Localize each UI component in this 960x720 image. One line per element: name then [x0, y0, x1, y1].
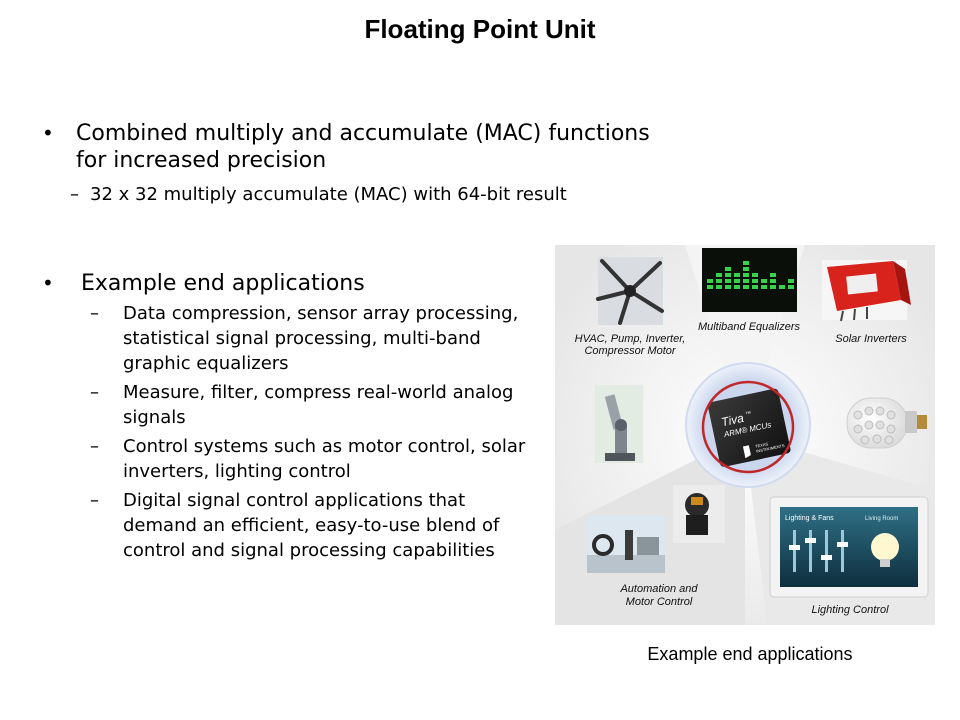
bullet-group-applications: • Example end applications – Data compre… — [40, 270, 540, 563]
bullet-item: • Example end applications — [40, 270, 540, 297]
sub-bullet-item: – Digital signal control applications th… — [40, 488, 540, 563]
dash-icon: – — [90, 303, 99, 324]
chip-trademark: ™ — [745, 410, 752, 418]
bullet-icon: • — [42, 271, 54, 295]
robot-arm-image — [595, 385, 643, 463]
label-solar-inverters: Solar Inverters — [835, 333, 907, 345]
dash-icon: – — [90, 490, 99, 511]
slide-title: Floating Point Unit — [364, 14, 596, 44]
label-equalizers: Multiband Equalizers — [698, 321, 801, 333]
label-hvac-line1: HVAC, Pump, Inverter, — [575, 333, 686, 345]
label-lighting-control: Lighting Control — [811, 604, 889, 616]
sub-bullet-text: Measure, filter, compress real-world ana… — [123, 382, 514, 428]
chip-maker-line1: TEXAS — [755, 441, 769, 449]
chip-highlight-ring — [701, 380, 795, 474]
panel-header: Lighting & Fans — [785, 515, 834, 522]
sub-bullet-text: Data compression, sensor array processin… — [123, 303, 519, 374]
dash-icon: – — [90, 436, 99, 457]
automation-image — [587, 515, 665, 573]
sub-bullet-text: 32 x 32 multiply accumulate (MAC) with 6… — [90, 184, 567, 205]
chip-brand: Tiva — [720, 411, 745, 429]
label-automation-line2: Motor Control — [626, 596, 693, 608]
dash-icon: – — [70, 184, 79, 205]
bullet-icon: • — [42, 121, 54, 145]
panel-subtitle: Living Room — [865, 516, 898, 522]
sub-bullet-item: – Measure, filter, compress real-world a… — [40, 380, 540, 430]
sub-bullet-item: – Control systems such as motor control,… — [40, 434, 540, 484]
led-bulb-image — [846, 397, 927, 449]
sub-bullet-list: – Data compression, sensor array process… — [40, 301, 540, 563]
motor-control-image — [673, 485, 725, 543]
diagram-caption: Example end applications — [647, 644, 853, 664]
dash-icon: – — [90, 382, 99, 403]
bullet-group-mac: • Combined multiply and accumulate (MAC)… — [40, 120, 680, 207]
label-hvac-line2: Compressor Motor — [584, 345, 676, 357]
sub-bullet-text: Digital signal control applications that… — [123, 490, 500, 561]
ti-logo-icon — [742, 445, 751, 459]
applications-diagram: Lighting & Fans Living Room Tiva ™ ARM® … — [555, 245, 935, 625]
chip-maker-line2: INSTRUMENTS — [756, 443, 786, 454]
tiva-chip: Tiva ™ ARM® MCUs TEXAS INSTRUMENTS — [707, 388, 791, 467]
sub-bullet-item: – Data compression, sensor array process… — [40, 301, 540, 376]
label-automation-line1: Automation and — [619, 583, 698, 595]
bullet-text: Combined multiply and accumulate (MAC) f… — [76, 121, 650, 173]
equalizer-image — [702, 248, 797, 312]
sub-bullet-item: – 32 x 32 multiply accumulate (MAC) with… — [40, 182, 680, 207]
bullet-text: Example end applications — [81, 271, 365, 296]
bullet-item: • Combined multiply and accumulate (MAC)… — [40, 120, 680, 174]
sub-bullet-text: Control systems such as motor control, s… — [123, 436, 526, 482]
solar-inverter-image — [822, 260, 911, 322]
lighting-panel-image: Lighting & Fans Living Room — [769, 496, 929, 598]
fan-image — [596, 257, 664, 325]
